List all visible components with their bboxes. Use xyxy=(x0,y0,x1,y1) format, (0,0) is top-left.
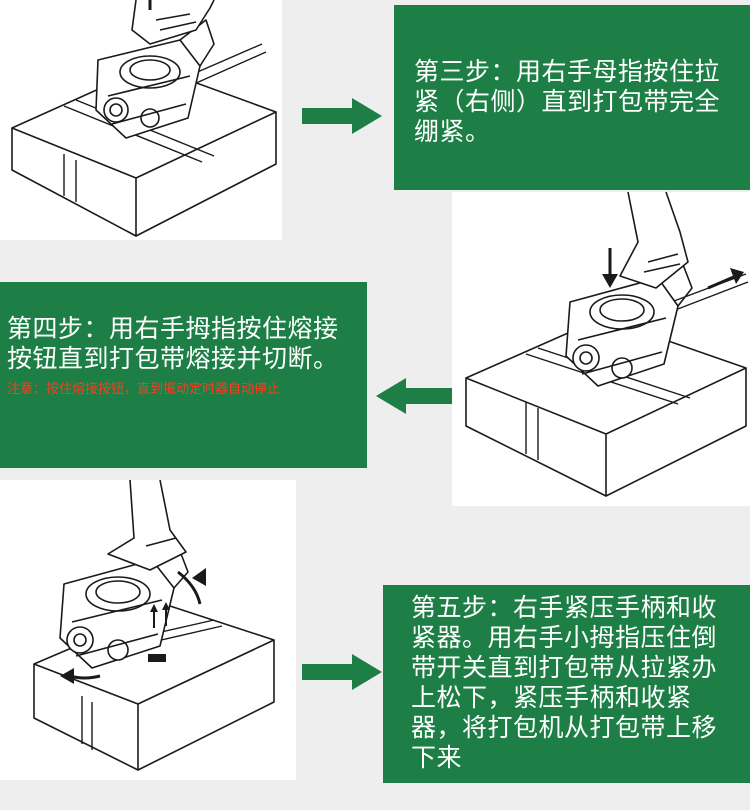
step5-illustration-panel xyxy=(0,479,296,780)
step4-text: 第四步：用右手拇指按住熔接按钮直到打包带熔接并切断。 xyxy=(7,314,339,373)
strapping-tool-removal-illustration xyxy=(33,479,275,771)
arrow-right-icon xyxy=(302,654,382,690)
step3-instruction-box: 第三步：用右手母指按住拉紧（右侧）直到打包带完全绷紧。 xyxy=(394,5,750,190)
step5-text: 第五步：右手紧压手柄和收紧器。用右手小拇指压住倒带开关直到打包带从拉紧办上松下，… xyxy=(411,593,718,772)
arrow-right-icon xyxy=(302,98,382,134)
step4-illustration-panel xyxy=(452,191,750,506)
step3-illustration-panel xyxy=(0,0,282,240)
step5-instruction-box: 第五步：右手紧压手柄和收紧器。用右手小拇指压住倒带开关直到打包带从拉紧办上松下，… xyxy=(383,585,750,783)
step4-instruction-box: 第四步：用右手拇指按住熔接按钮直到打包带熔接并切断。 注意：按住熔接按钮，直到振… xyxy=(0,282,367,468)
step4-note: 注意：按住熔接按钮，直到振动定时器自动停止 xyxy=(7,382,281,397)
strapping-tool-on-box-illustration-1 xyxy=(11,0,277,237)
step3-text: 第三步：用右手母指按住拉紧（右侧）直到打包带完全绷紧。 xyxy=(414,57,721,146)
arrow-left-icon xyxy=(376,378,456,414)
strapping-tool-welding-illustration xyxy=(465,191,749,497)
